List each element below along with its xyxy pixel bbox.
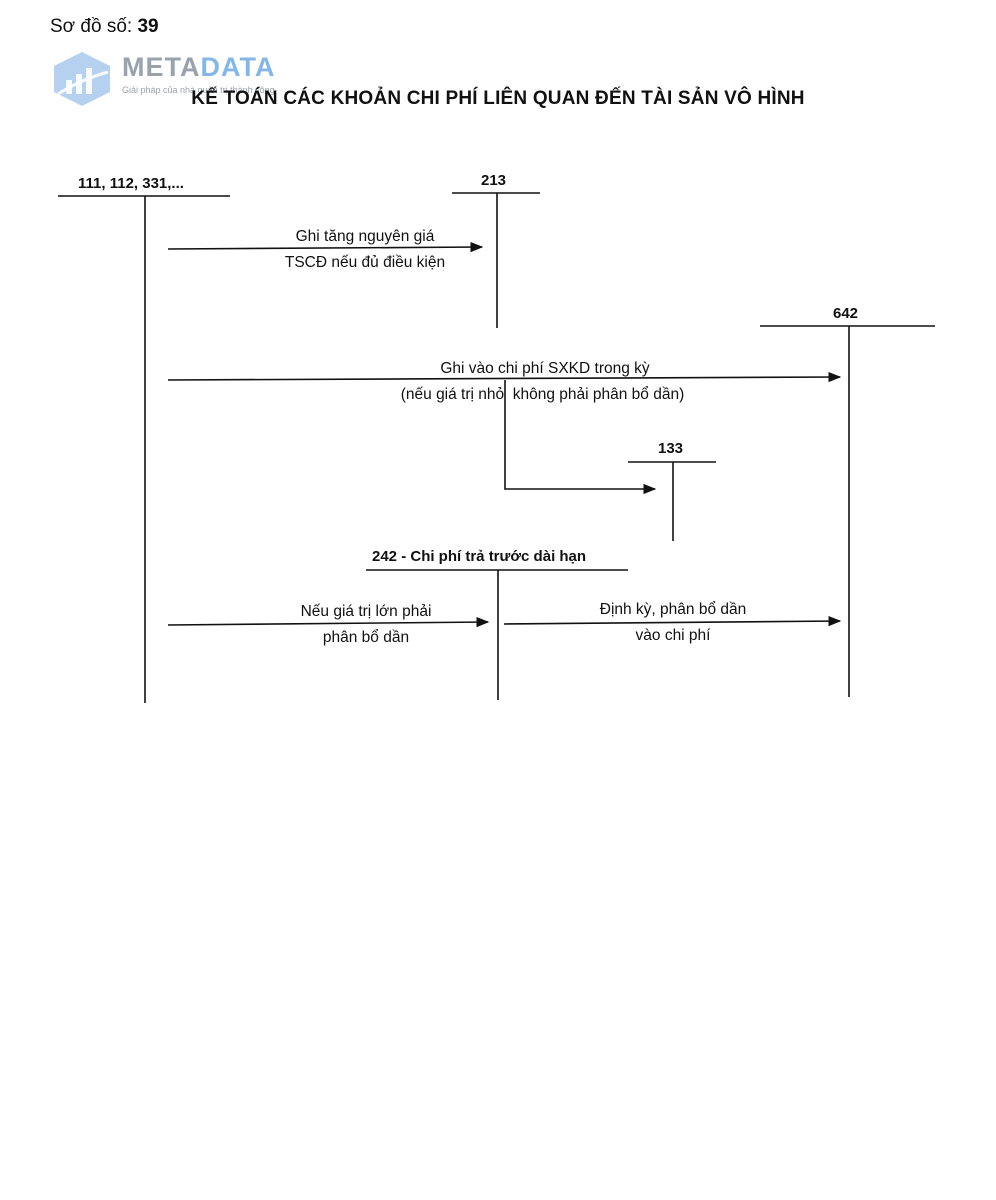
account-133-label: 133	[658, 440, 684, 457]
diagram-number-label: Sơ đồ số: 39	[50, 16, 159, 38]
flow-111-242-line2: phân bổ dần	[322, 629, 410, 646]
account-242-label: 242 - Chi phí trả trước dài hạn	[372, 548, 587, 565]
flow-111-213-line1: Ghi tăng nguyên giá	[295, 228, 435, 245]
logo-wordmark-grey: META	[122, 52, 201, 82]
account-111-112-331-label: 111, 112, 331,...	[78, 175, 184, 192]
account-642-label: 642	[833, 305, 859, 322]
flow-242-642-line1: Định kỳ, phân bổ dần	[599, 601, 747, 618]
arrow-111-to-642	[167, 371, 842, 383]
arrow-branch-to-133	[504, 380, 657, 495]
diagram-number: 39	[137, 16, 159, 37]
logo-hexagon-icon	[54, 52, 110, 106]
logo-tagline: Giải pháp của nhà quản trị thành công	[122, 85, 275, 95]
flow-111-642-line1: Ghi vào chi phí SXKD trong kỳ	[440, 360, 650, 377]
flow-111-642-line2: (nếu giá trị nhỏ không phải phân bổ dần)	[400, 386, 685, 403]
logo-wordmark-blue: DATA	[200, 52, 276, 82]
arrow-242-to-642	[503, 615, 842, 627]
arrow-111-to-213	[167, 241, 484, 253]
account-213-label: 213	[481, 172, 507, 189]
flow-242-642-line2: vào chi phí	[635, 627, 711, 644]
diagram-label-text: Sơ đồ số:	[50, 16, 133, 37]
flow-111-242-line1: Nếu giá trị lớn phải	[300, 603, 432, 620]
logo-wordmark: METADATA	[122, 52, 275, 83]
diagram-title: KẾ TOÁN CÁC KHOẢN CHI PHÍ LIÊN QUAN ĐẾN …	[191, 88, 805, 109]
metadata-watermark-logo: METADATA Giải pháp của nhà quản trị thàn…	[50, 50, 310, 108]
arrow-111-to-242	[167, 616, 490, 628]
flow-111-213-line2: TSCĐ nếu đủ điều kiện	[284, 254, 446, 271]
